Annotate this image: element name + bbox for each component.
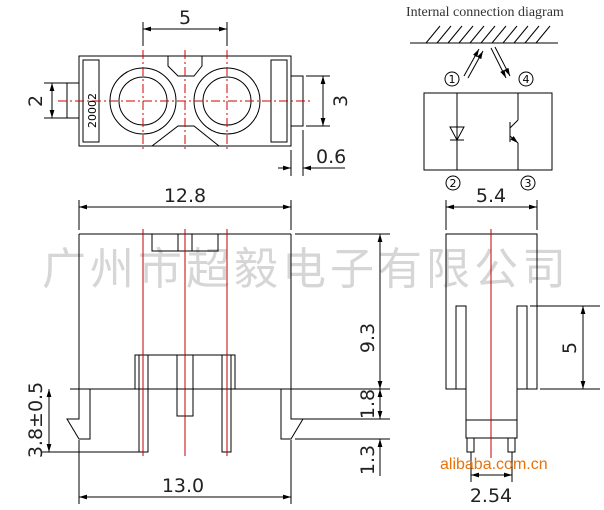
diode-icon — [449, 126, 465, 142]
pin-4-label: 4 — [523, 73, 530, 86]
dim-height-hook: 1.3 — [357, 445, 379, 475]
site-watermark: alibaba.com.cn — [440, 456, 548, 473]
dim-side-width: 5.4 — [476, 185, 506, 207]
dim-height-step: 1.8 — [357, 389, 379, 419]
pin-4-marker — [518, 71, 534, 87]
front-view: 12.8 13.0 9.3 1.8 1.3 3.8±0.5 — [25, 185, 390, 504]
dim-width-top: 12.8 — [164, 185, 206, 207]
pin-3-marker — [520, 175, 536, 191]
dim-side-slot: 5 — [559, 342, 581, 354]
dim-pin-length: 3.8±0.5 — [25, 382, 47, 458]
dim-height-body: 9.3 — [357, 323, 379, 353]
pin-2-label: 2 — [450, 177, 457, 190]
internal-connection-diagram: Internal connection diagram 1 4 2 3 — [406, 5, 564, 191]
pin-1-label: 1 — [449, 73, 456, 86]
top-view: 20002 5 2 3 0.6 — [25, 7, 352, 176]
dim-width-bottom: 13.0 — [162, 475, 204, 497]
phototransistor-icon — [509, 93, 519, 170]
dim-tab-thickness: 0.6 — [316, 146, 346, 168]
dim-tab-left: 2 — [25, 95, 47, 107]
dim-side-pitch: 2.54 — [470, 485, 512, 507]
company-watermark: 广州市超毅电子有限公司 — [42, 244, 570, 295]
dim-tab-right: 3 — [330, 95, 352, 107]
pin-1-marker — [444, 71, 460, 87]
dim-pitch-top: 5 — [179, 7, 191, 29]
diagram-title: Internal connection diagram — [406, 5, 564, 20]
pin-3-label: 3 — [525, 177, 532, 190]
side-view: 5.4 5 2.54 — [445, 185, 600, 507]
part-marking: 20002 — [86, 93, 99, 128]
pin-2-marker — [445, 175, 461, 191]
